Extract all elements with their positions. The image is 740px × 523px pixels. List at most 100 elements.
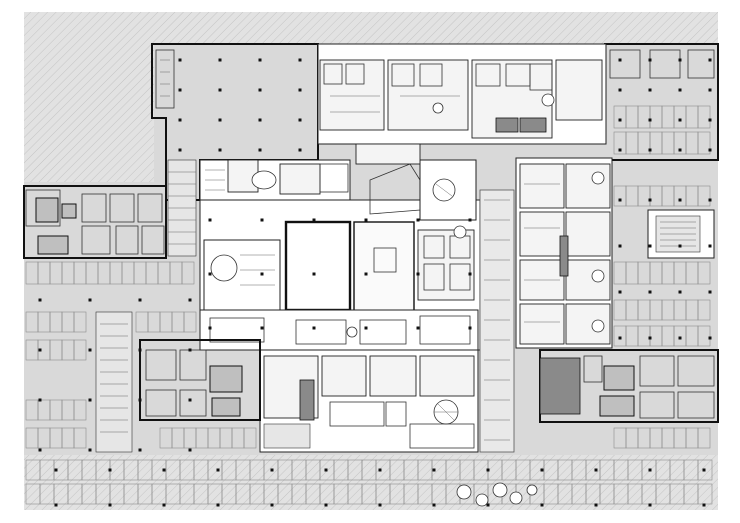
column <box>38 448 42 452</box>
column <box>468 326 472 330</box>
column <box>138 398 142 402</box>
column <box>324 468 328 472</box>
column <box>708 88 712 92</box>
column <box>708 198 712 202</box>
column <box>364 218 368 222</box>
lounge-zone <box>199 309 479 351</box>
north-apartment-block <box>317 43 607 145</box>
column <box>38 298 42 302</box>
column <box>188 298 192 302</box>
column <box>162 468 166 472</box>
column <box>260 326 264 330</box>
column <box>678 244 682 248</box>
column <box>708 244 712 248</box>
column <box>618 88 622 92</box>
column <box>188 348 192 352</box>
parking-bay <box>183 311 197 333</box>
column <box>648 88 652 92</box>
column <box>540 503 544 507</box>
east-service-core <box>647 209 715 259</box>
column <box>218 88 222 92</box>
column <box>678 290 682 294</box>
column <box>648 118 652 122</box>
column <box>88 448 92 452</box>
column <box>678 118 682 122</box>
column <box>162 503 166 507</box>
parking-bay <box>697 427 711 449</box>
east-apartment-block <box>515 157 613 349</box>
parking-bay <box>697 105 711 129</box>
column <box>208 218 212 222</box>
column <box>708 118 712 122</box>
column <box>678 148 682 152</box>
parking-bays <box>25 105 713 505</box>
column <box>708 290 712 294</box>
column <box>138 348 142 352</box>
column <box>54 503 58 507</box>
column <box>540 468 544 472</box>
south-central-building <box>259 349 479 453</box>
column <box>312 218 316 222</box>
parking-bay <box>73 427 87 449</box>
covered-walkway <box>479 189 515 453</box>
north-east-wing <box>604 43 719 161</box>
column <box>38 398 42 402</box>
landscape-trees <box>456 482 538 507</box>
column <box>708 148 712 152</box>
column <box>648 503 652 507</box>
column <box>618 148 622 152</box>
column <box>298 118 302 122</box>
lobby-hall <box>353 221 415 315</box>
column <box>54 468 58 472</box>
column <box>594 468 598 472</box>
column <box>216 503 220 507</box>
column <box>432 503 436 507</box>
column <box>260 272 264 276</box>
upper-amenity-zone <box>199 159 351 201</box>
column <box>258 118 262 122</box>
parking-bay <box>697 261 711 285</box>
west-building <box>23 159 197 259</box>
column <box>708 336 712 340</box>
column <box>88 398 92 402</box>
column <box>702 468 706 472</box>
column <box>618 290 622 294</box>
parking-bay <box>697 299 711 321</box>
column <box>416 272 420 276</box>
column <box>594 503 598 507</box>
column <box>270 503 274 507</box>
column <box>88 298 92 302</box>
column <box>298 58 302 62</box>
column <box>258 148 262 152</box>
column <box>38 348 42 352</box>
parking-bay <box>181 261 195 285</box>
column <box>324 503 328 507</box>
column <box>364 326 368 330</box>
column <box>188 398 192 402</box>
column <box>364 272 368 276</box>
column <box>218 118 222 122</box>
column <box>216 468 220 472</box>
column <box>312 326 316 330</box>
parking-bay <box>73 339 87 361</box>
column <box>312 272 316 276</box>
column <box>258 88 262 92</box>
parking-bay <box>697 185 711 207</box>
parking-bay <box>73 399 87 421</box>
column <box>260 218 264 222</box>
column <box>108 503 112 507</box>
south-west-building <box>95 311 261 453</box>
courtyard-void <box>284 220 352 312</box>
column <box>618 198 622 202</box>
column <box>648 58 652 62</box>
column <box>618 244 622 248</box>
column <box>486 503 490 507</box>
column <box>708 58 712 62</box>
column <box>648 244 652 248</box>
column <box>648 336 652 340</box>
column <box>678 198 682 202</box>
parking-bay <box>697 325 711 347</box>
parking-bay <box>697 459 713 481</box>
parking-bay <box>697 131 711 155</box>
